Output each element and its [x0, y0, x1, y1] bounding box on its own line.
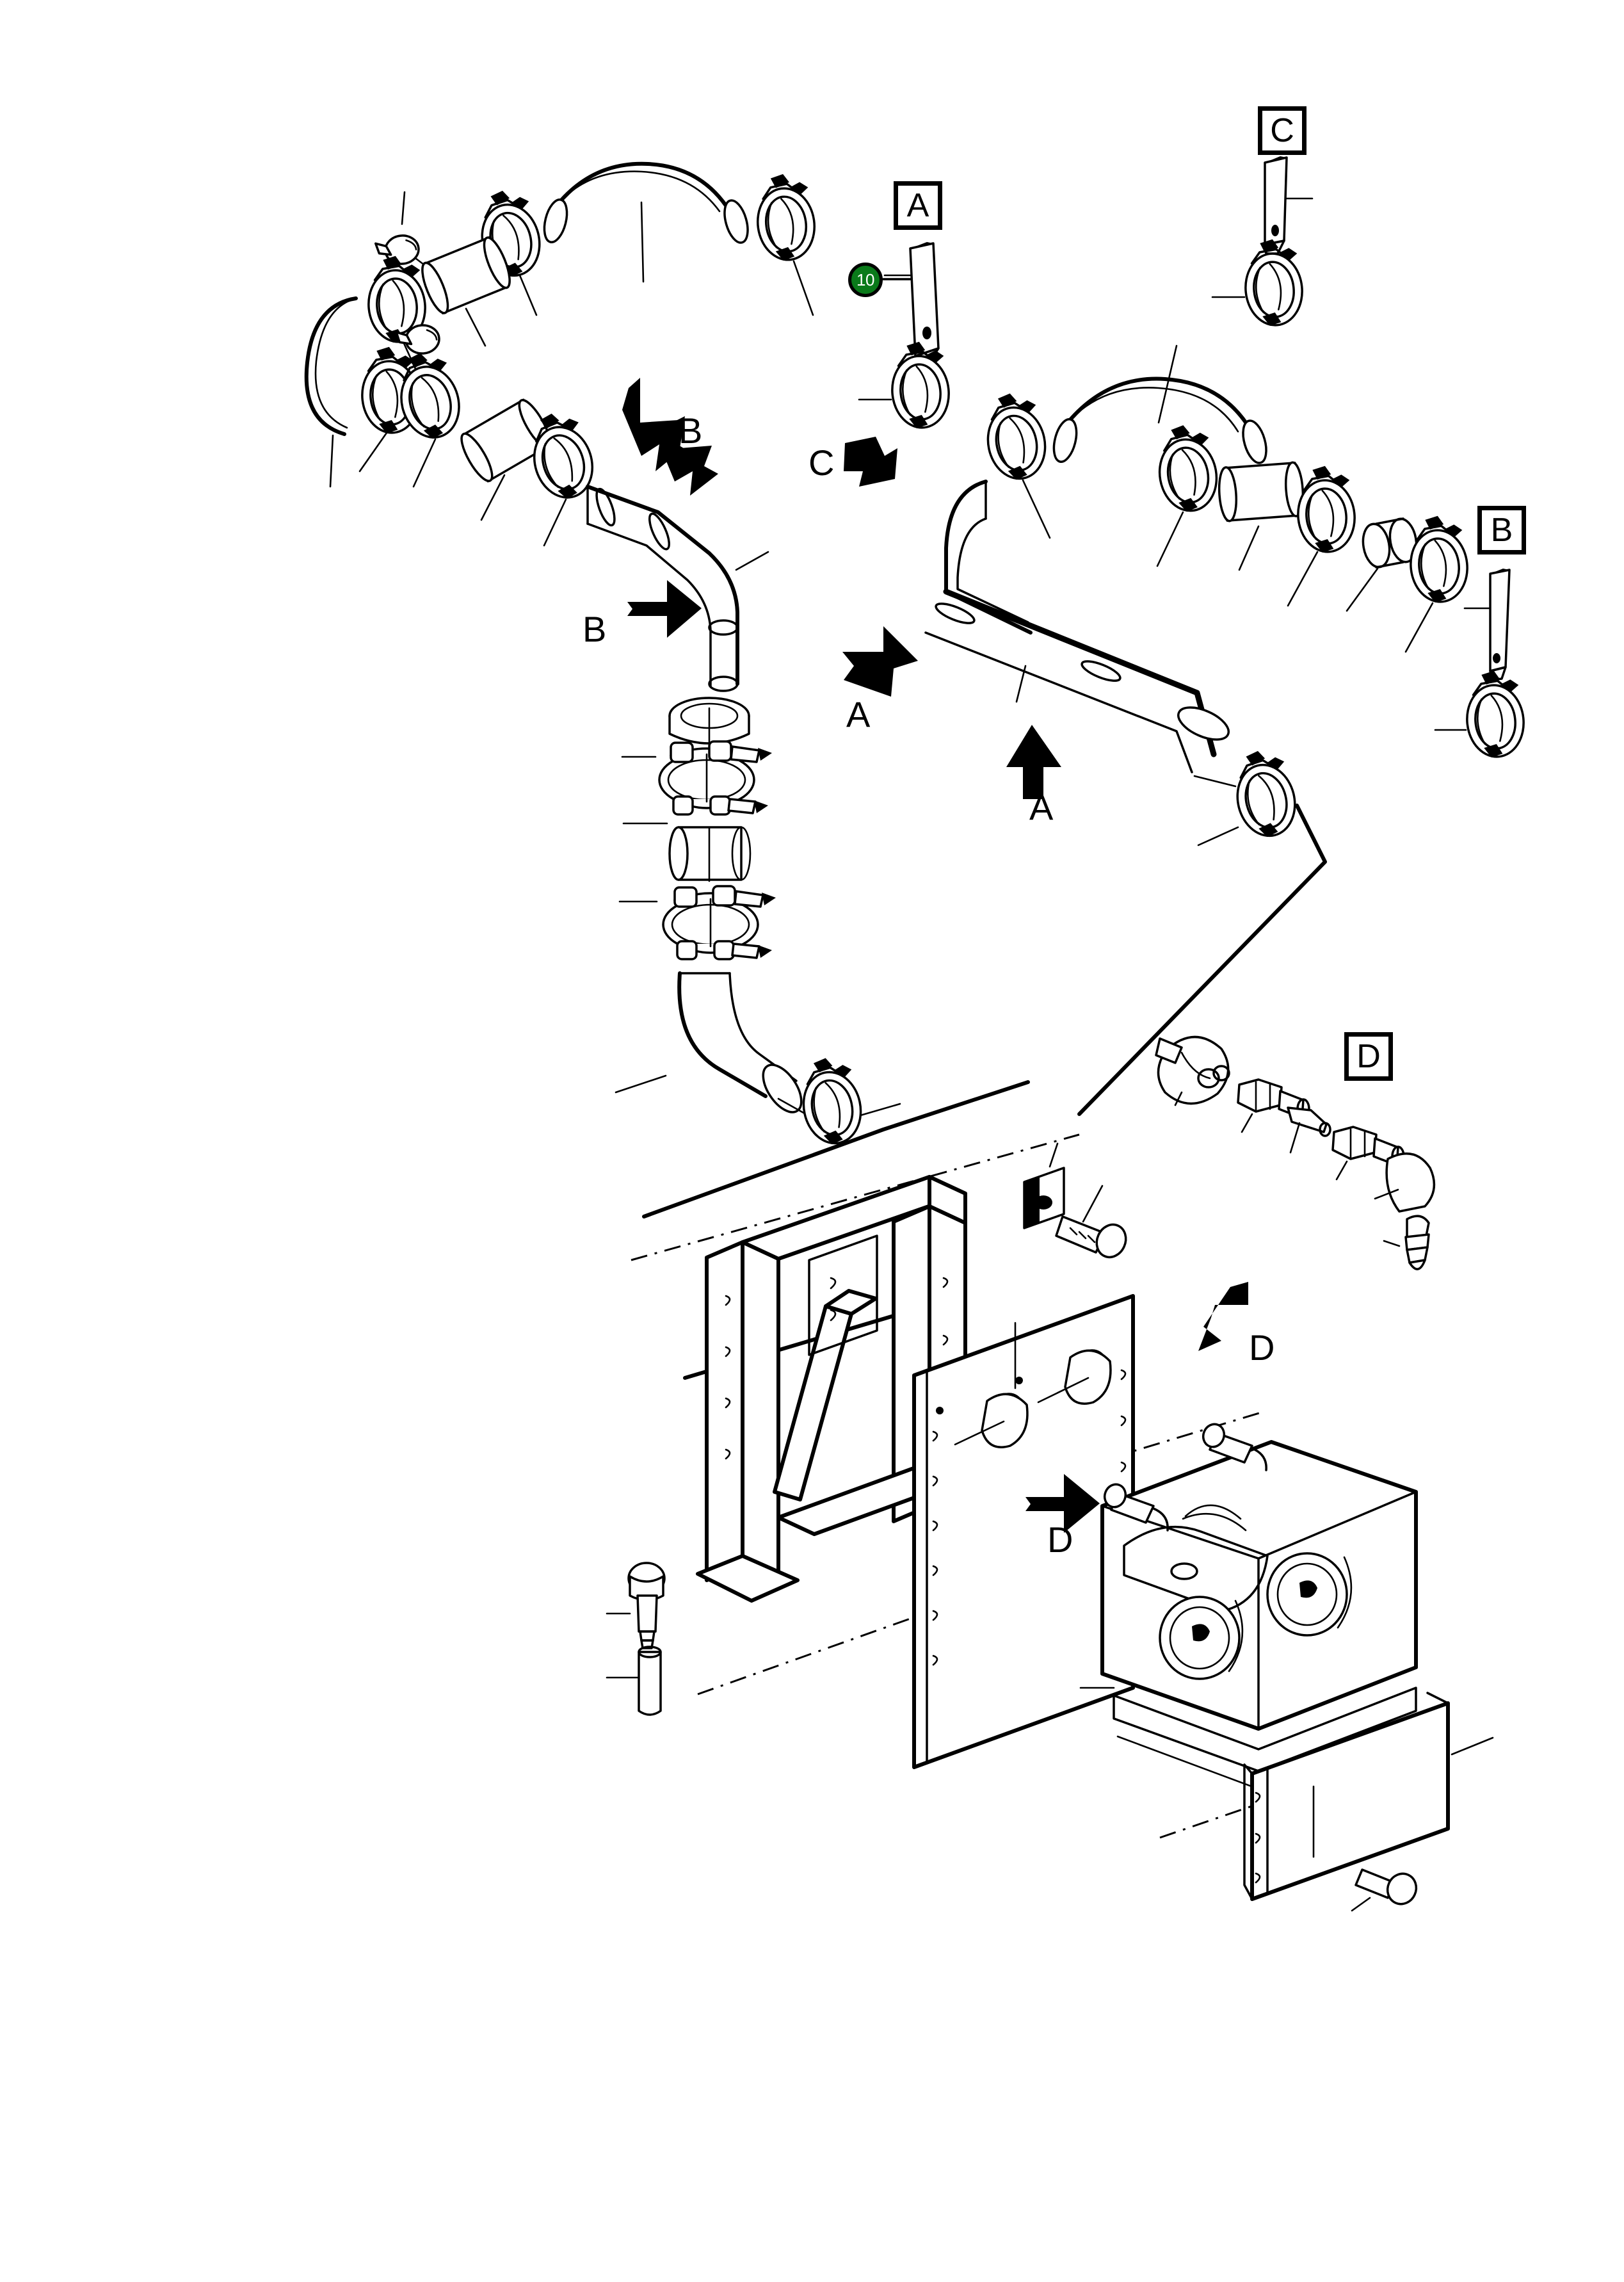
detail-c-parts: [1211, 156, 1314, 330]
right-pipe-assembly: [924, 344, 1472, 846]
compressor-unit: [1079, 1423, 1494, 1912]
bolt-and-spacer: [606, 1562, 666, 1716]
bracket-and-bolt: [1023, 1142, 1127, 1259]
section-box-b[interactable]: B: [1477, 506, 1526, 554]
arrow-label-c-1: C: [808, 442, 835, 483]
section-box-d[interactable]: D: [1344, 1032, 1393, 1081]
arrow-label-b-2: B: [583, 609, 607, 649]
callout-arrows: [622, 378, 1248, 1533]
arrow-label-d-1: D: [1249, 1327, 1275, 1368]
center-stack-assembly: [615, 697, 901, 1150]
mounting-plate: [912, 1294, 1135, 1769]
section-box-a[interactable]: A: [894, 181, 942, 230]
arrow-label-d-2: D: [1047, 1519, 1073, 1560]
arrow-label-b-1: B: [679, 410, 703, 451]
callout-badge-10[interactable]: 10: [848, 263, 883, 297]
detail-d-parts: [1155, 1035, 1436, 1270]
section-box-c[interactable]: C: [1258, 106, 1306, 155]
arrow-label-a-2: A: [1029, 787, 1054, 827]
arrow-label-a-1: A: [846, 694, 871, 734]
detail-a-parts: [858, 242, 954, 432]
detail-b-parts: [1434, 569, 1529, 761]
left-pipe-assembly: [304, 161, 821, 692]
